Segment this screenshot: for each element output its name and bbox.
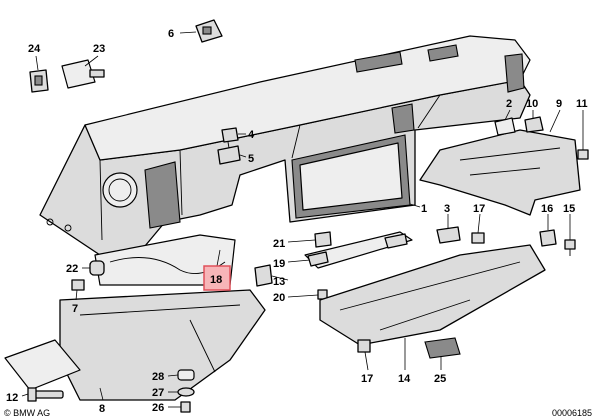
callout-23: 23 (93, 43, 105, 55)
callout-12: 12 (6, 392, 18, 404)
callout-13: 13 (273, 276, 285, 288)
bracket-part-9 (419, 129, 581, 216)
screw-part-26 (180, 401, 191, 413)
plate-part-25 (424, 337, 461, 359)
plug-part-22 (89, 260, 105, 276)
callout-25: 25 (434, 373, 446, 385)
clip-part-24 (29, 69, 49, 93)
drawing-number: 00006185 (552, 408, 592, 418)
callout-14: 14 (398, 373, 411, 385)
callout-18: 18 (210, 274, 222, 286)
mat-part-7 (4, 339, 81, 391)
bar-part-19 (304, 231, 413, 269)
callout-4: 4 (248, 129, 255, 141)
callout-1: 1 (421, 203, 427, 215)
dashboard-part (39, 35, 531, 256)
callout-10: 10 (526, 98, 538, 110)
knee-panel-part-8 (59, 289, 266, 401)
screw-part-17-upper (471, 232, 485, 244)
callout-19: 19 (273, 258, 285, 270)
callout-6: 6 (168, 28, 174, 40)
callout-16: 16 (541, 203, 553, 215)
screw-part-15 (564, 239, 576, 256)
callout-20: 20 (273, 292, 285, 304)
block-part-23 (61, 59, 105, 89)
nut-part-4 (221, 127, 239, 143)
screw-part-12 (27, 387, 64, 402)
callout-3: 3 (444, 203, 450, 215)
callout-15: 15 (563, 203, 575, 215)
console-part-14 (319, 244, 546, 346)
callout-8: 8 (99, 403, 105, 415)
callout-7: 7 (72, 303, 78, 315)
leader-lines (21, 31, 584, 408)
callout-17-lower: 17 (361, 373, 373, 385)
callout-5: 5 (248, 153, 254, 165)
copyright-text: © BMW AG (4, 408, 50, 418)
nut-part-28 (177, 369, 195, 381)
bracket-part-5 (217, 141, 241, 165)
callout-22: 22 (66, 263, 78, 275)
trim-panel-part-18 (94, 234, 236, 286)
callout-17-upper: 17 (473, 203, 485, 215)
callout-labels: 24 23 6 2 10 9 11 4 5 1 3 17 16 15 21 19… (6, 28, 588, 415)
clip-part-13 (254, 264, 273, 287)
callout-11: 11 (576, 98, 588, 110)
washer-part-27 (177, 387, 195, 397)
clip-part-3 (436, 226, 461, 244)
screw-part-7 (71, 279, 85, 291)
screw-part-11 (577, 149, 589, 160)
clip-part-16 (539, 229, 557, 247)
screw-part-2 (494, 117, 516, 136)
callout-21: 21 (273, 238, 285, 250)
clip-part-10 (524, 116, 544, 133)
callout-9: 9 (556, 98, 562, 110)
callout-26: 26 (152, 402, 164, 414)
callout-27: 27 (152, 387, 164, 399)
clip-part-6 (195, 19, 223, 43)
callout-24: 24 (28, 43, 41, 55)
screw-part-17-lower (357, 339, 371, 353)
callout-28: 28 (152, 371, 164, 383)
callout-2: 2 (506, 98, 512, 110)
highlight-box-18 (203, 265, 231, 291)
clip-part-21 (314, 231, 332, 248)
